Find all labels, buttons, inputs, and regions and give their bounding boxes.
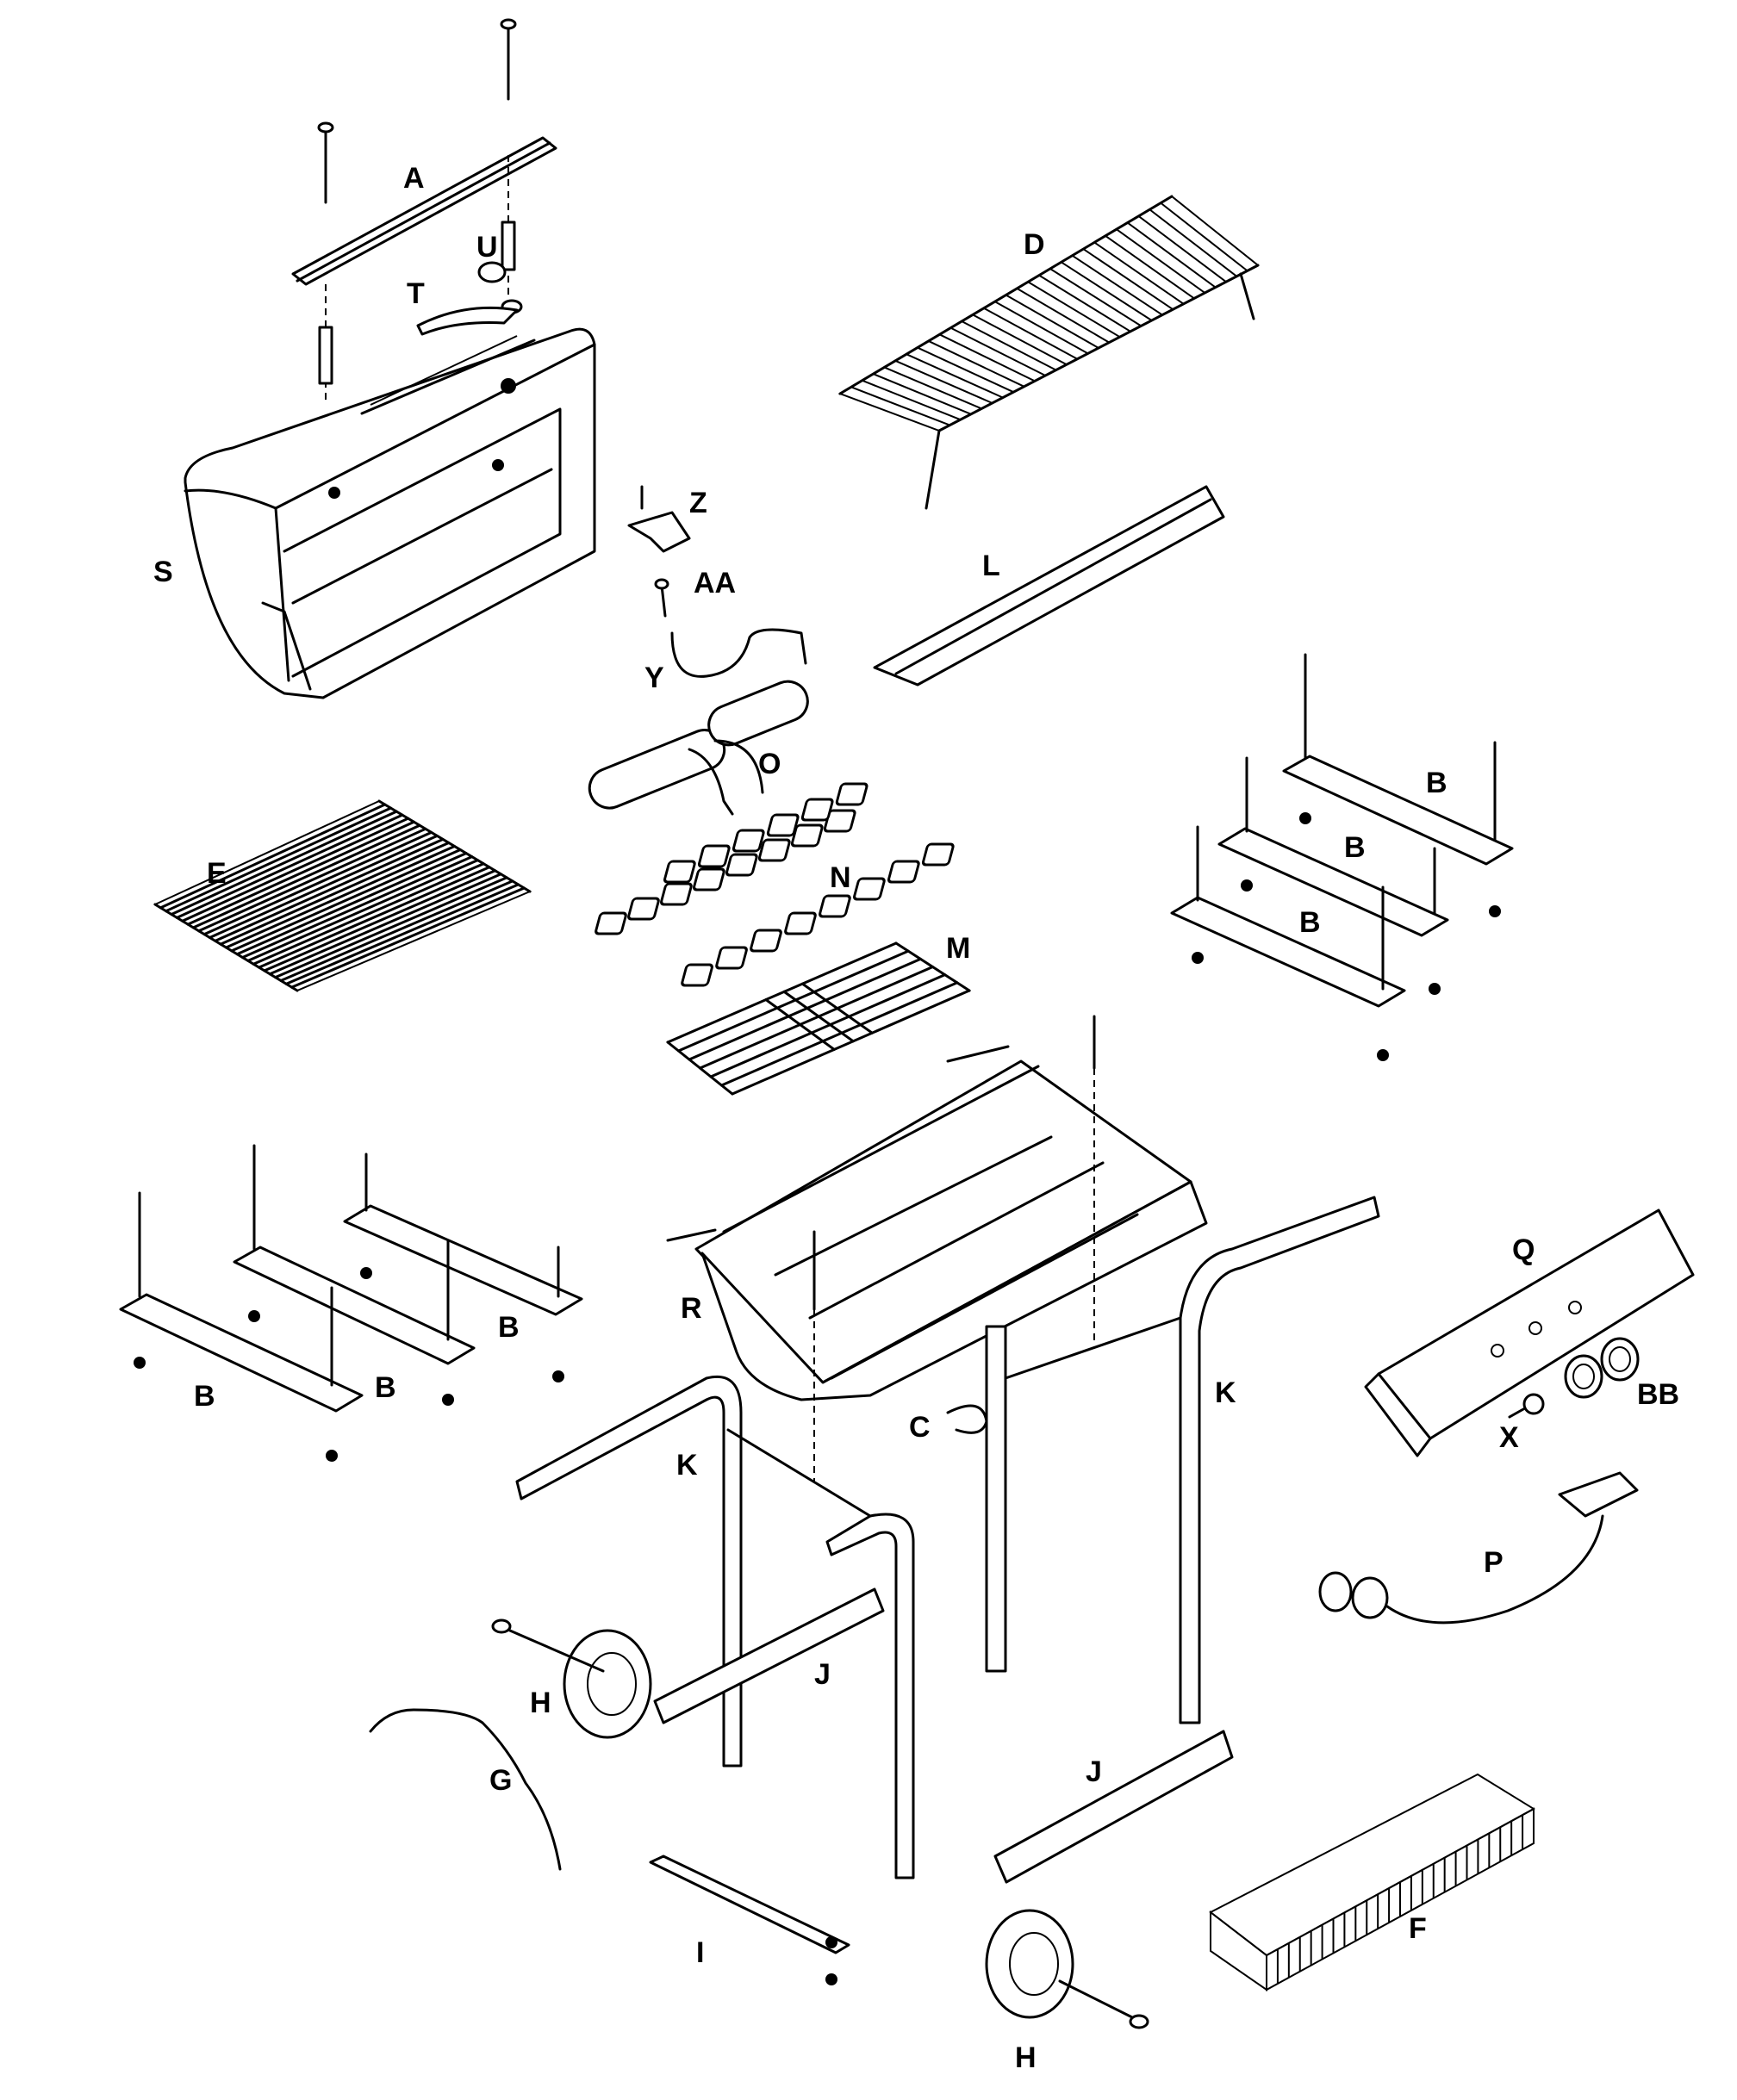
part-k-legs <box>515 1196 1380 1879</box>
label-k2: K <box>676 1449 698 1482</box>
label-m: M <box>946 932 970 965</box>
label-f: F <box>1409 1912 1427 1945</box>
part-x-igniter-button <box>1508 1393 1545 1419</box>
label-y: Y <box>644 662 664 694</box>
part-h-wheel-lower <box>985 1909 1149 2029</box>
part-j-cross-brackets <box>653 1587 1234 1884</box>
part-m-briquette-grate <box>666 941 972 1096</box>
part-h-wheel-upper <box>491 1618 652 1739</box>
part-aa-screw <box>654 578 669 618</box>
part-g-tank-hanger <box>369 1708 562 1871</box>
part-labels: A U T D Z S AA L Y O B B B E N M B B B R… <box>153 162 1679 2074</box>
part-y-igniter-wire <box>670 628 807 678</box>
part-d-warming-rack <box>837 195 1260 510</box>
label-b6: B <box>194 1380 215 1413</box>
label-j2: J <box>1086 1755 1102 1788</box>
label-b4: B <box>498 1311 520 1344</box>
part-a-handle-bar <box>291 18 557 405</box>
label-i: I <box>696 1936 704 1969</box>
part-l-heat-shield <box>873 485 1225 687</box>
label-b2: B <box>1344 831 1366 864</box>
part-c-clip <box>946 1404 988 1434</box>
label-s: S <box>153 556 173 588</box>
label-a: A <box>403 162 425 195</box>
part-f-bottom-basket <box>1209 1773 1535 1991</box>
part-r-firebox <box>666 1015 1208 1482</box>
label-b5: B <box>375 1371 396 1404</box>
label-z: Z <box>689 487 707 519</box>
label-b1: B <box>1426 767 1448 799</box>
label-bb: BB <box>1637 1378 1679 1411</box>
part-q-control-panel <box>1364 1208 1695 1457</box>
label-h2: H <box>1015 2041 1037 2074</box>
label-q: Q <box>1512 1233 1535 1266</box>
part-t-thermometer <box>416 306 519 336</box>
label-o: O <box>758 748 781 780</box>
part-n-briquettes <box>595 782 955 987</box>
label-r: R <box>681 1292 702 1325</box>
label-g: G <box>489 1764 512 1797</box>
label-b3: B <box>1299 906 1321 939</box>
label-n: N <box>830 861 851 894</box>
label-x: X <box>1499 1421 1519 1454</box>
label-k1: K <box>1215 1376 1236 1409</box>
label-h1: H <box>530 1687 551 1719</box>
part-b-side-shelf-upper <box>1170 653 1514 1061</box>
part-bb-control-knobs <box>1564 1337 1640 1399</box>
label-u: U <box>476 231 498 264</box>
label-d: D <box>1024 228 1045 261</box>
label-c: C <box>909 1411 931 1444</box>
label-aa: AA <box>694 567 736 600</box>
part-p-gas-hose-regulator <box>1318 1471 1639 1625</box>
label-j1: J <box>814 1658 831 1691</box>
part-s-lid <box>184 327 596 699</box>
part-z-bracket <box>627 485 691 553</box>
part-b-side-shelf-lower <box>119 1144 583 1462</box>
label-t: T <box>407 277 425 310</box>
label-p: P <box>1484 1546 1504 1579</box>
part-i-bottom-bar <box>649 1855 850 1985</box>
part-e-cooking-grate <box>153 799 532 992</box>
label-l: L <box>982 550 1000 582</box>
part-o-burner <box>588 680 809 816</box>
label-e: E <box>207 857 227 890</box>
